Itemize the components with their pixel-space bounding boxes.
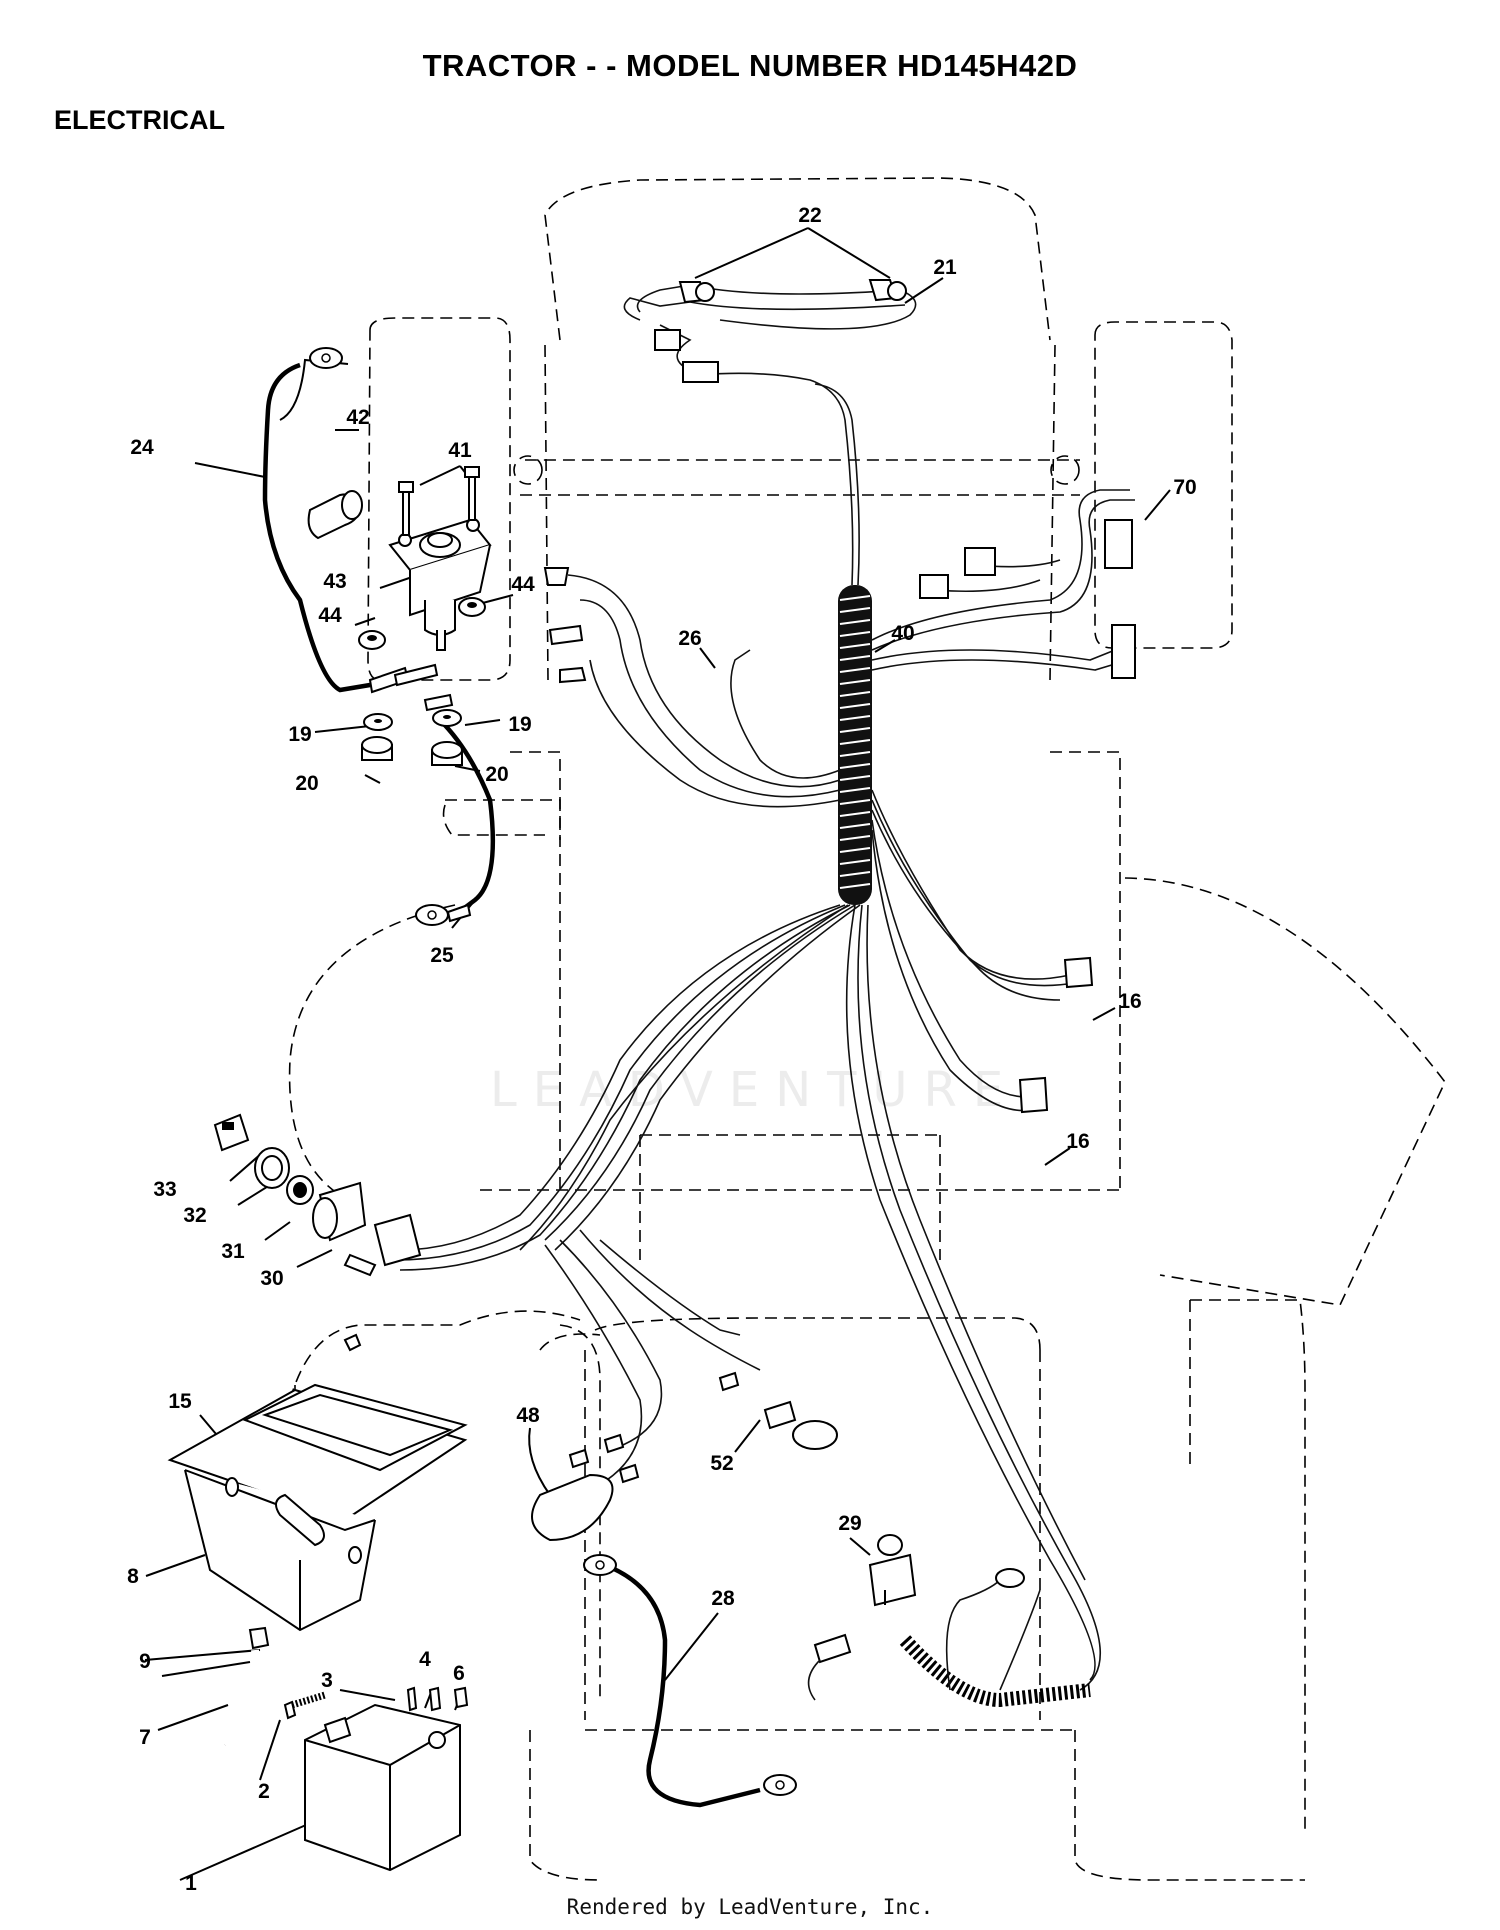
- label-40: 40: [891, 622, 914, 645]
- label-31: 31: [221, 1240, 245, 1263]
- label-8: 8: [127, 1565, 139, 1588]
- section-title: ELECTRICAL: [54, 105, 225, 135]
- label-41: 41: [448, 439, 472, 462]
- label-26: 26: [678, 627, 701, 650]
- label-48: 48: [516, 1404, 540, 1427]
- part-labels: 22 21 70 40 26 24 42 41 43 44 44 19 19 2…: [127, 204, 1197, 1895]
- label-44-left: 44: [318, 604, 342, 627]
- label-7: 7: [139, 1726, 151, 1749]
- label-16-lower: 16: [1066, 1130, 1089, 1153]
- label-21: 21: [933, 256, 957, 279]
- label-52: 52: [710, 1452, 733, 1475]
- label-3: 3: [321, 1669, 333, 1692]
- harness-loom-40: [838, 585, 872, 905]
- tractor-outline: [288, 177, 1446, 1881]
- ignition-switch-group: [213, 1113, 422, 1277]
- footer-credit: Rendered by LeadVenture, Inc.: [566, 1895, 934, 1919]
- cable-25: [415, 718, 496, 926]
- label-33: 33: [153, 1178, 176, 1201]
- leaders: [144, 227, 1171, 1881]
- label-30: 30: [260, 1267, 283, 1290]
- label-28: 28: [711, 1587, 735, 1610]
- label-24: 24: [130, 436, 154, 459]
- label-22: 22: [798, 204, 821, 227]
- label-19-right: 19: [508, 713, 531, 736]
- seat-switch-29: [807, 1534, 1091, 1708]
- label-20-left: 20: [295, 772, 318, 795]
- label-29: 29: [838, 1512, 861, 1535]
- label-70: 70: [1173, 476, 1196, 499]
- label-1: 1: [185, 1872, 197, 1895]
- label-19-left: 19: [288, 723, 311, 746]
- solenoid-43: [307, 466, 492, 766]
- label-42: 42: [346, 406, 369, 429]
- label-32: 32: [183, 1204, 206, 1227]
- label-4: 4: [419, 1648, 431, 1671]
- watermark: LEADVENTURE: [490, 1062, 1020, 1118]
- label-9: 9: [139, 1650, 151, 1673]
- label-16-upper: 16: [1118, 990, 1141, 1013]
- wire-harness: [394, 279, 1136, 1691]
- cable-28: [583, 1554, 797, 1808]
- label-44-right: 44: [511, 573, 535, 596]
- battery-1: [221, 1626, 469, 1872]
- light-48: [531, 1433, 640, 1542]
- label-20-right: 20: [485, 763, 508, 786]
- light-52: [718, 1371, 838, 1450]
- label-43: 43: [323, 570, 346, 593]
- label-25: 25: [430, 944, 454, 967]
- battery-box-8: [167, 1333, 468, 1632]
- label-6: 6: [453, 1662, 465, 1685]
- label-2: 2: [258, 1780, 270, 1803]
- page-title: TRACTOR - - MODEL NUMBER HD145H42D: [422, 48, 1078, 83]
- label-15: 15: [168, 1390, 192, 1413]
